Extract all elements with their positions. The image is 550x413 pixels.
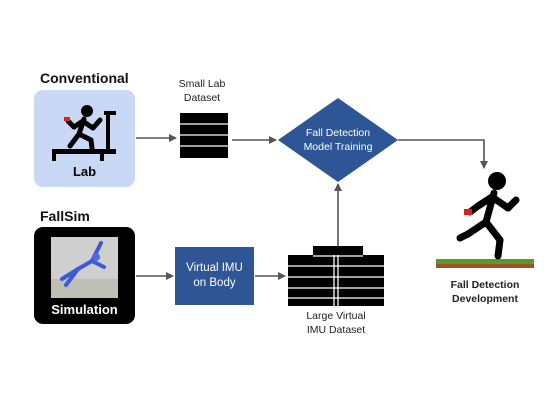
large-dataset-stack <box>288 246 384 306</box>
large-dataset-caption: Large Virtual IMU Dataset <box>306 310 366 337</box>
lab-label: Lab <box>72 164 97 179</box>
wrist-sensor-icon <box>464 209 472 215</box>
fallsim-title: FallSim <box>40 208 90 224</box>
simulated-fall-figure-icon <box>51 237 118 298</box>
model-training-diamond <box>278 98 398 182</box>
treadmill-runner-icon <box>52 105 116 161</box>
lab-box: Lab <box>34 90 135 187</box>
small-dataset-stack <box>180 113 228 158</box>
running-person-icon <box>436 172 534 268</box>
virtual-imu-label: Virtual IMU on Body <box>186 262 243 289</box>
fall-detection-development-label: Fall Detection Development <box>450 279 520 306</box>
model-training-label: Fall Detection Model Training <box>303 127 373 154</box>
simulation-label: Simulation <box>51 302 118 317</box>
conventional-title: Conventional <box>40 70 129 86</box>
simulation-box: Simulation <box>34 227 135 324</box>
arrow-model-to-development <box>398 139 488 169</box>
virtual-imu-box: Virtual IMU on Body <box>175 247 254 305</box>
small-dataset-caption: Small Lab Dataset <box>178 78 226 105</box>
